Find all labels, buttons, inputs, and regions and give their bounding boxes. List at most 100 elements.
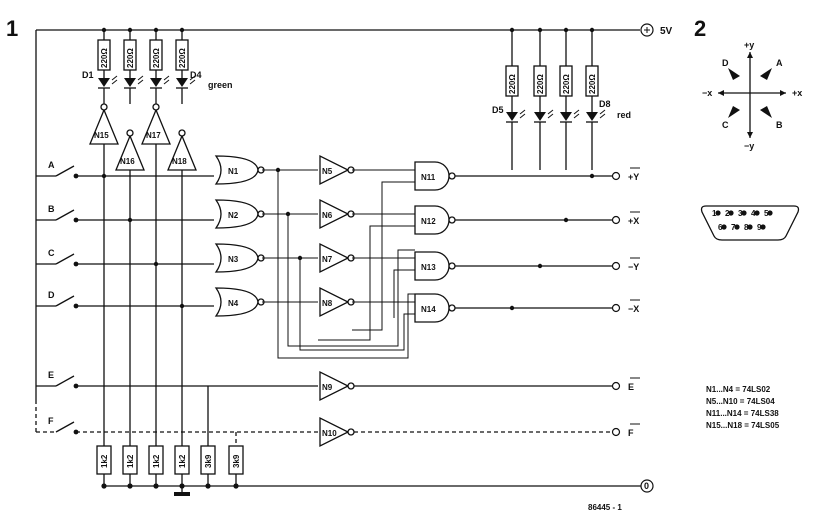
output-terminal [611, 303, 621, 313]
connector-pin [760, 224, 766, 230]
nor-label-N1: N1 [228, 167, 239, 176]
connector-pin [767, 210, 773, 216]
ic-legend-3: N11...N14 = 74LS38 [706, 409, 779, 418]
axis-nx: −x [702, 88, 712, 98]
nor-gate [214, 155, 259, 185]
green-resistor-value: 220Ω [178, 48, 187, 68]
red-resistor-value: 220Ω [536, 74, 545, 94]
switch-C [55, 253, 75, 265]
inverter-label-N9: N9 [322, 383, 333, 392]
green-label: green [208, 80, 233, 90]
ic-legend-4: N15...N18 = 74LS05 [706, 421, 780, 430]
inverter-label-N7: N7 [322, 255, 333, 264]
inverter-label-N8: N8 [322, 299, 333, 308]
connector-pin [715, 210, 721, 216]
inverter-gate [319, 198, 350, 230]
ground-label: 0 [644, 481, 649, 491]
led-d5-label: D5 [492, 105, 504, 115]
output-terminal [611, 215, 621, 225]
dir-b: B [776, 120, 783, 130]
output-label: −X [628, 304, 639, 314]
connector-pin-label: 7 [731, 223, 736, 232]
diag-arrow-b-icon [760, 106, 772, 118]
buffer-label-N18: N18 [172, 157, 187, 166]
buffer-label-N17: N17 [146, 131, 161, 140]
switch-F [55, 421, 75, 433]
switch-D [55, 295, 75, 307]
switch-label-A: A [48, 160, 55, 170]
green-resistor-value: 220Ω [152, 48, 161, 68]
connector-pin [747, 224, 753, 230]
inverter-label-N5: N5 [322, 167, 333, 176]
ic-legend-2: N5...N10 = 74LS04 [706, 397, 775, 406]
connector-pin-label: 1 [712, 209, 717, 218]
connector-pin-label: 6 [718, 223, 723, 232]
switch-label-B: B [48, 204, 55, 214]
dir-d: D [722, 58, 729, 68]
ic-legend: N1...N4 = 74LS02 N5...N10 = 74LS04 N11..… [706, 385, 780, 430]
nand-label-N14: N14 [421, 305, 436, 314]
inverter-gate [319, 154, 350, 186]
diag-arrow-c-icon [728, 106, 740, 118]
axis-py: +y [744, 40, 754, 50]
switch-B [55, 209, 75, 221]
axes-diagram: +y −y −x +x D A C B [702, 40, 802, 151]
connector-pin [721, 224, 727, 230]
switch-label-E: E [48, 370, 54, 380]
connector-pin-label: 5 [764, 209, 769, 218]
nor-gate [214, 243, 259, 273]
green-resistor-value: 220Ω [126, 48, 135, 68]
buffer-label-N15: N15 [94, 131, 109, 140]
inverter-gate [319, 242, 350, 274]
pullup-value: 3k9 [204, 454, 213, 468]
connector-pin-label: 9 [757, 223, 762, 232]
red-led-group: 220Ω 220Ω 220Ω 220Ω D5 D8 red [492, 27, 631, 170]
output-terminal [611, 171, 621, 181]
diag-arrow-d-icon [728, 68, 740, 80]
ground-rail: 0 [104, 479, 654, 496]
dir-c: C [722, 120, 729, 130]
diag-arrow-a-icon [760, 68, 772, 80]
red-led-icon [560, 112, 572, 121]
inverter-gate [319, 370, 350, 402]
pullup-value: 1k2 [152, 454, 161, 468]
figure-number-2: 2 [694, 16, 706, 41]
reference-code: 86445 - 1 [588, 503, 622, 512]
red-resistor-value: 220Ω [562, 74, 571, 94]
nor-label-N2: N2 [228, 211, 239, 220]
connector-pin [741, 210, 747, 216]
output-terminal [611, 427, 621, 437]
red-resistor-value: 220Ω [508, 74, 517, 94]
connector-pin [728, 210, 734, 216]
pullup-value: 1k2 [126, 454, 135, 468]
green-led-icon [176, 78, 188, 87]
green-resistor-value: 220Ω [100, 48, 109, 68]
led-d8-label: D8 [599, 99, 611, 109]
connector-pin-label: 4 [751, 209, 756, 218]
nor-label-N3: N3 [228, 255, 239, 264]
nor-label-N4: N4 [228, 299, 239, 308]
green-led-icon [98, 78, 110, 87]
switch-label-C: C [48, 248, 55, 258]
pullup-value: 3k9 [232, 454, 241, 468]
red-label: red [617, 110, 631, 120]
supply-label: 5V [660, 26, 673, 37]
switch-label-D: D [48, 290, 55, 300]
nand-label-N11: N11 [421, 173, 436, 182]
nor-gate [214, 287, 259, 317]
red-led-icon [506, 112, 518, 121]
ic-legend-1: N1...N4 = 74LS02 [706, 385, 771, 394]
output-terminal [611, 381, 621, 391]
red-resistor-value: 220Ω [588, 74, 597, 94]
axis-px: +x [792, 88, 802, 98]
pullup-value: 1k2 [100, 454, 109, 468]
inverter-label-N6: N6 [322, 211, 333, 220]
output-label: F [628, 428, 634, 438]
inverter-label-N10: N10 [322, 429, 337, 438]
switch-E [55, 375, 75, 387]
output-label: +X [628, 216, 639, 226]
led-d1-label: D1 [82, 70, 94, 80]
